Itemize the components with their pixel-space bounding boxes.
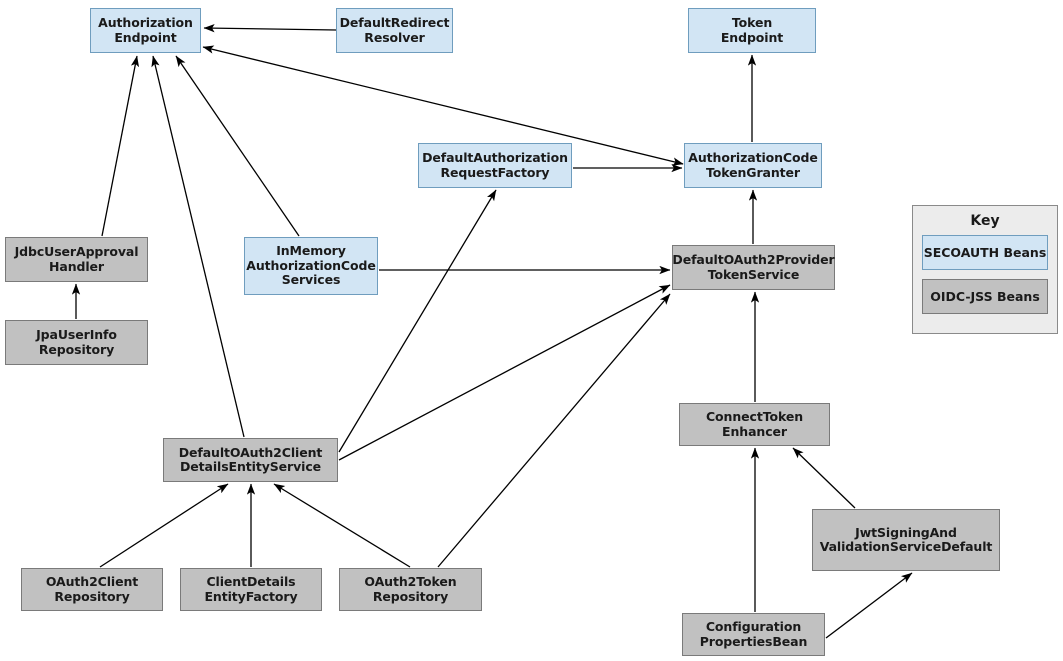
node-configurationPropertiesBean[interactable]: Configuration PropertiesBean [682, 613, 825, 656]
node-connectTokenEnhancer[interactable]: ConnectToken Enhancer [679, 403, 830, 446]
edge-jdbcUserApprovalHandler-to-authorizationEndpoint [101, 55, 140, 237]
edge-oauth2ClientRepository-to-defaultOAuth2ClientDetailsEntityService [99, 483, 229, 568]
edge-defaultOAuth2ClientDetailsEntityService-to-authorizationEndpoint [151, 55, 245, 438]
legend-key: Key SECOAUTH Beans OIDC-JSS Beans [912, 205, 1058, 334]
edge-oauth2TokenRepository-to-defaultOAuth2ClientDetailsEntityService [273, 483, 411, 568]
edge-defaultOAuth2ClientDetailsEntityService-to-defaultAuthorizationRequestFactory [338, 189, 497, 453]
edge-defaultOAuth2ClientDetailsEntityService-to-defaultOAuth2ProviderTokenService [338, 284, 671, 461]
node-inMemoryAuthorizationCodeServices[interactable]: InMemory AuthorizationCode Services [244, 237, 378, 295]
node-jpaUserInfoRepository[interactable]: JpaUserInfo Repository [5, 320, 148, 365]
node-jwtSigningAndValidationServiceDefault[interactable]: JwtSigningAnd ValidationServiceDefault [812, 509, 1000, 571]
edge-oauth2TokenRepository-to-defaultOAuth2ProviderTokenService [437, 293, 671, 568]
edge-jwtSigningAndValidationServiceDefault-to-connectTokenEnhancer [792, 447, 856, 509]
node-authorizationEndpoint[interactable]: Authorization Endpoint [90, 8, 201, 53]
node-oauth2ClientRepository[interactable]: OAuth2Client Repository [21, 568, 163, 611]
legend-item-secoauth: SECOAUTH Beans [922, 235, 1048, 270]
edge-defaultRedirectResolver-to-authorizationEndpoint [203, 24, 337, 33]
node-jdbcUserApprovalHandler[interactable]: JdbcUserApproval Handler [5, 237, 148, 282]
node-authorizationCodeTokenGranter[interactable]: AuthorizationCode TokenGranter [684, 143, 822, 188]
node-defaultOAuth2ProviderTokenService[interactable]: DefaultOAuth2Provider TokenService [672, 245, 835, 290]
node-defaultAuthorizationRequestFactory[interactable]: DefaultAuthorization RequestFactory [418, 143, 572, 188]
node-tokenEndpoint[interactable]: Token Endpoint [688, 8, 816, 53]
edge-group [71, 24, 913, 639]
node-defaultOAuth2ClientDetailsEntityService[interactable]: DefaultOAuth2Client DetailsEntityService [163, 438, 338, 482]
node-oauth2TokenRepository[interactable]: OAuth2Token Repository [339, 568, 482, 611]
node-defaultRedirectResolver[interactable]: DefaultRedirect Resolver [336, 8, 453, 53]
legend-title: Key [970, 213, 1000, 229]
edge-authorizationCodeTokenGranter-to-authorizationEndpoint [202, 45, 684, 166]
legend-item-oidc: OIDC-JSS Beans [922, 279, 1048, 314]
edge-configurationPropertiesBean-to-jwtSigningAndValidationServiceDefault [825, 572, 913, 639]
node-clientDetailsEntityFactory[interactable]: ClientDetails EntityFactory [180, 568, 322, 611]
edge-inMemoryAuthorizationCodeServices-to-authorizationEndpoint [175, 55, 300, 237]
